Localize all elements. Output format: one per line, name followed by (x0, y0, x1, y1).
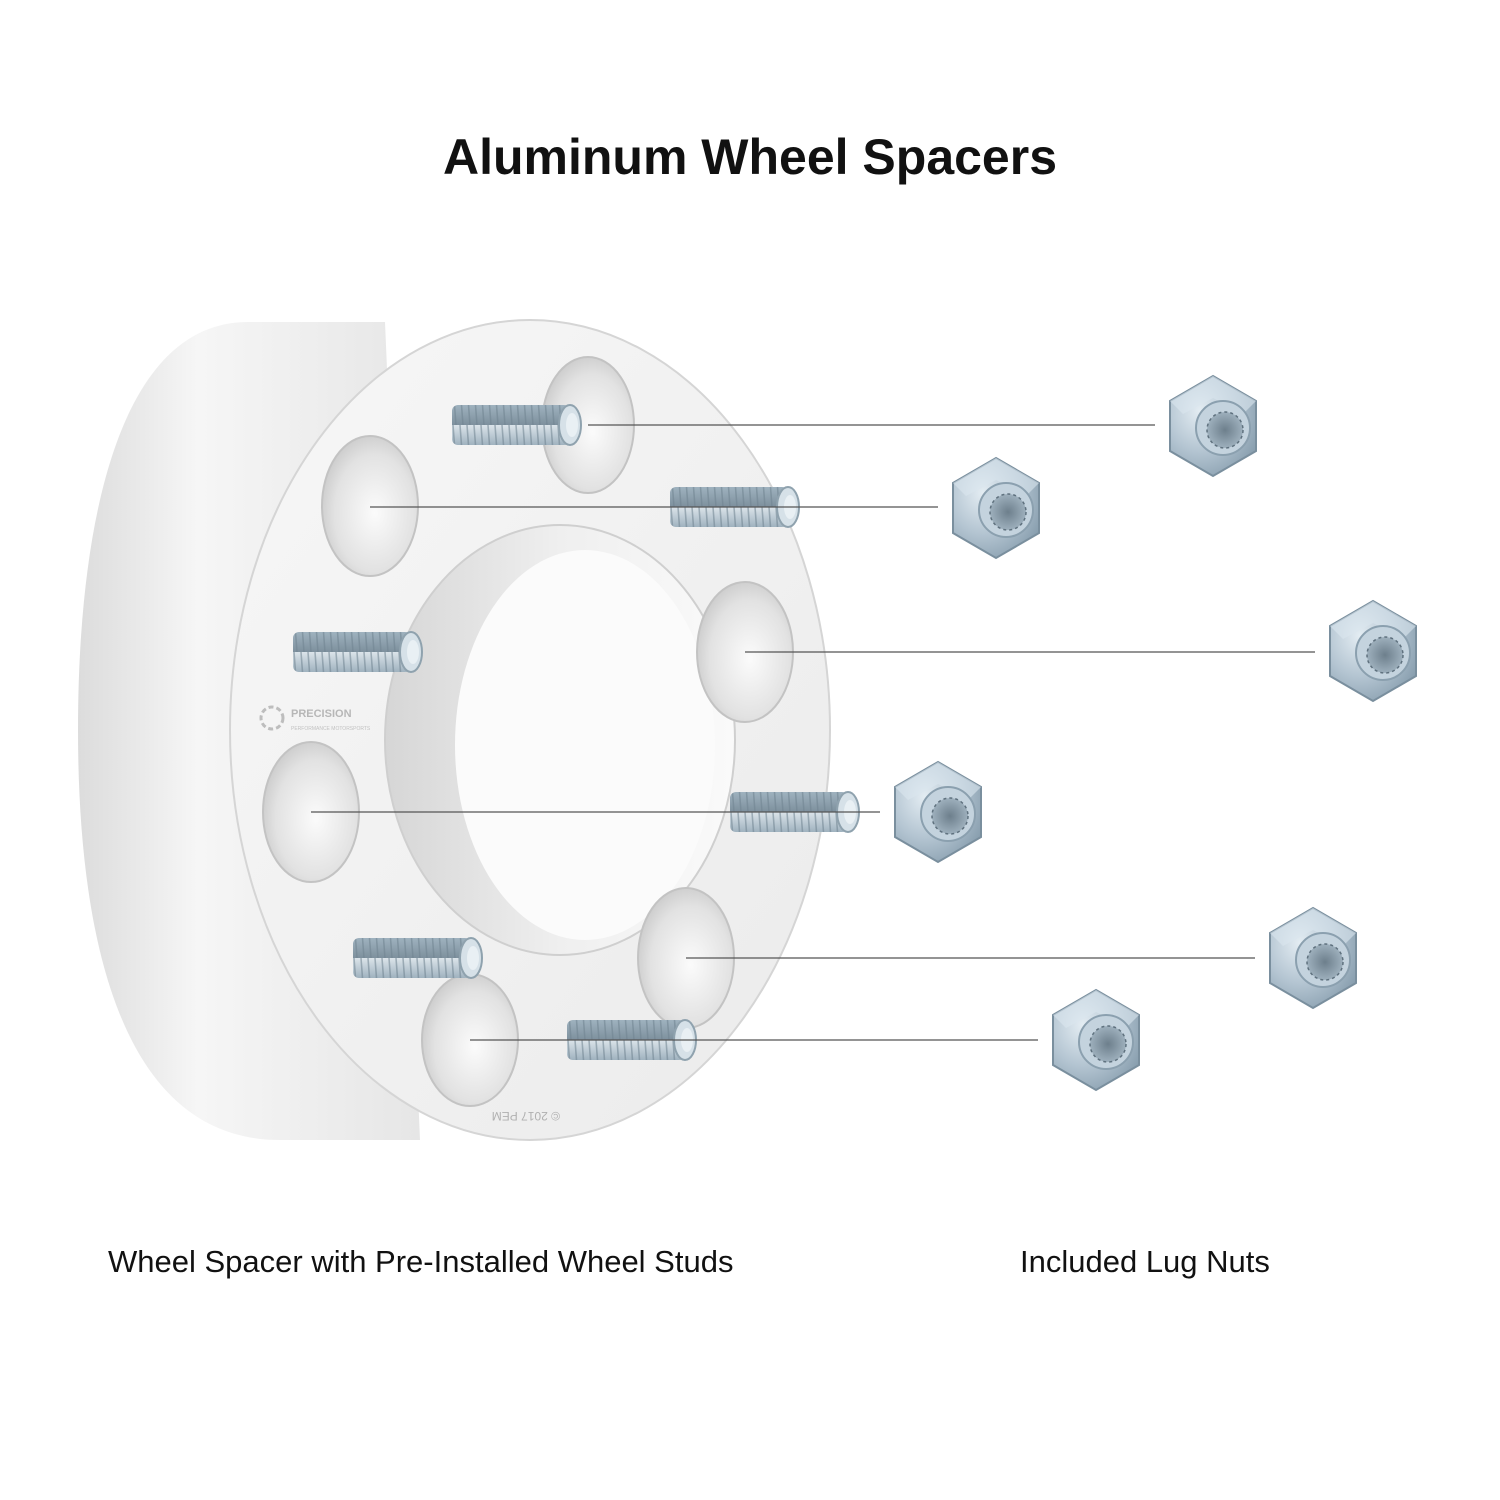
engraving-text: © 2017 PEM (492, 1109, 560, 1123)
page-title: Aluminum Wheel Spacers (442, 129, 1058, 185)
caption-lug-nuts: Included Lug Nuts (1020, 1244, 1270, 1279)
wheel-spacer: PRECISION PERFORMANCE MOTORSPORTS © 2017… (78, 319, 860, 1141)
logo-tagline: PERFORMANCE MOTORSPORTS (291, 726, 371, 732)
lug-nut (1052, 989, 1140, 1091)
lug-nut (952, 457, 1040, 559)
lug-nuts (894, 375, 1417, 1091)
lug-nut (1329, 600, 1417, 702)
lug-nut (894, 761, 982, 863)
caption-spacer: Wheel Spacer with Pre-Installed Wheel St… (108, 1244, 734, 1279)
lug-nut (1269, 907, 1357, 1009)
wheel-stud (352, 937, 483, 979)
gear-icon (259, 705, 285, 731)
lug-nut (1169, 375, 1257, 477)
wheel-stud (292, 631, 423, 673)
stud-hole (321, 435, 419, 577)
precision-logo: PRECISION PERFORMANCE MOTORSPORTS (259, 705, 371, 732)
leader-lines (311, 424, 1315, 1041)
wheel-stud (451, 404, 582, 446)
logo-brand: PRECISION (291, 708, 352, 720)
